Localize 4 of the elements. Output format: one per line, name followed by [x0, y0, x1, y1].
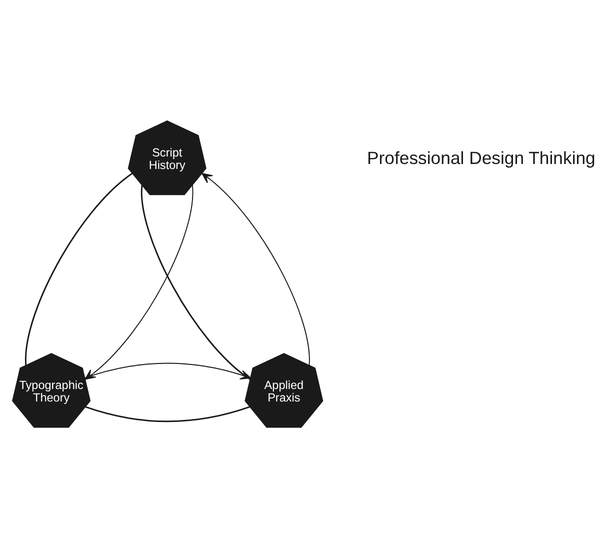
arrow: [202, 172, 310, 366]
connector: [25, 172, 133, 365]
connector: [85, 406, 250, 422]
label: Professional Design Thinking: [367, 148, 596, 168]
